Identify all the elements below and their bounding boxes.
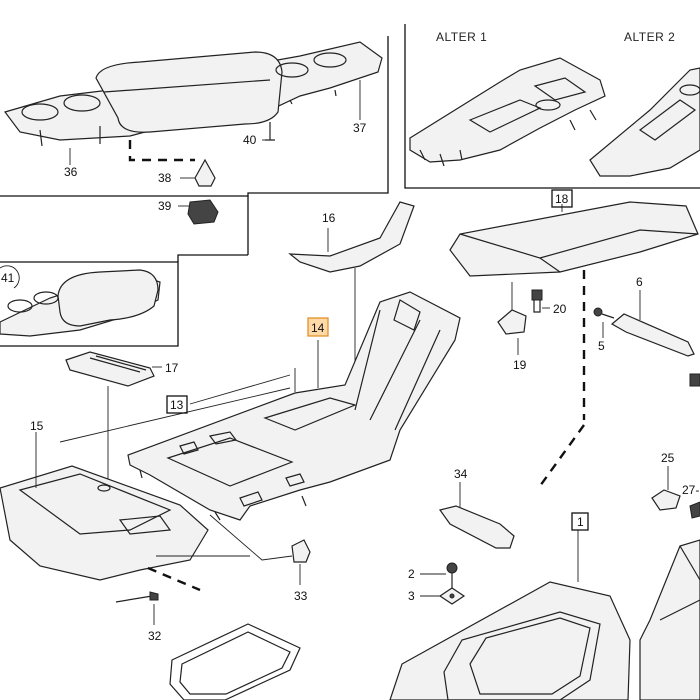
- callout-36: 36: [64, 165, 78, 179]
- part-19-bracket: [497, 282, 527, 355]
- variant-label-2: ALTER 2: [624, 30, 675, 44]
- callout-box-1: [571, 512, 589, 531]
- part-5-screw: [593, 307, 615, 338]
- variant-alter-2-console: [589, 67, 700, 177]
- part-34-trim: [438, 482, 515, 549]
- part-16-trim: [288, 201, 415, 375]
- callout-6: 6: [636, 275, 643, 289]
- callout-19: 19: [513, 358, 527, 372]
- part-32-screw: [115, 591, 159, 625]
- inset-frame-41: [0, 261, 179, 347]
- part-6-rail: [610, 290, 700, 387]
- part-20-screw: [531, 289, 550, 313]
- callout-5: 5: [598, 339, 605, 353]
- part-1-base: [389, 530, 631, 700]
- part-33-clip: [209, 514, 311, 585]
- dash-leader-15: [147, 566, 201, 592]
- callout-16: 16: [322, 211, 336, 225]
- part-15-tray: [0, 432, 209, 581]
- callout-34: 34: [454, 467, 468, 481]
- bottom-gasket-frame: [169, 623, 301, 700]
- callout-13: 13: [170, 398, 184, 412]
- dash-leader-18b: [539, 424, 585, 487]
- callout-41: 41: [1, 271, 15, 285]
- variant-alter-1-console: [409, 57, 606, 167]
- part-39-nut: [178, 199, 219, 225]
- callout-32: 32: [148, 629, 162, 643]
- part-3-washer: [420, 587, 466, 605]
- callout-41-ring: [0, 265, 20, 289]
- callout-box-14-highlight: [307, 317, 329, 337]
- part-40-screw: [262, 122, 275, 141]
- callout-15: 15: [30, 419, 44, 433]
- inset-frame-variants: [404, 24, 700, 189]
- callout-box-18: [551, 189, 573, 208]
- callout-14: 14: [311, 321, 325, 335]
- part-2-screw: [420, 562, 458, 588]
- callout-33: 33: [294, 589, 308, 603]
- callouts: 13 14 18 1 2 3 5 6 15 16 17 19 20 25 27-…: [0, 121, 699, 643]
- part-41-armrest: [0, 269, 161, 337]
- callout-25: 25: [661, 451, 675, 465]
- armrest-assembly-inset: [3, 41, 383, 162]
- variant-label-1: ALTER 1: [436, 30, 487, 44]
- part-25-clip: [651, 466, 681, 511]
- callout-18: 18: [555, 192, 569, 206]
- part-14-console: [127, 291, 461, 521]
- leader-13: [59, 374, 291, 443]
- dash-leader-armrest: [128, 140, 195, 162]
- callout-38: 38: [158, 171, 172, 185]
- callout-17: 17: [165, 361, 179, 375]
- callout-40: 40: [243, 133, 257, 147]
- callout-2: 2: [408, 567, 415, 581]
- part-18-lid: [449, 201, 699, 277]
- callout-27: 27-: [682, 483, 699, 497]
- inset-frame-step: [177, 196, 249, 262]
- part-27-fastener: [689, 501, 700, 519]
- callout-39: 39: [158, 199, 172, 213]
- inset-frame-top-left: [0, 36, 389, 197]
- callout-3: 3: [408, 589, 415, 603]
- callout-20: 20: [553, 302, 567, 316]
- part-right-console-partial: [639, 539, 700, 700]
- part-38-clip: [180, 158, 216, 187]
- callout-box-13: [166, 395, 188, 414]
- callout-37: 37: [353, 121, 367, 135]
- callout-1: 1: [577, 515, 584, 529]
